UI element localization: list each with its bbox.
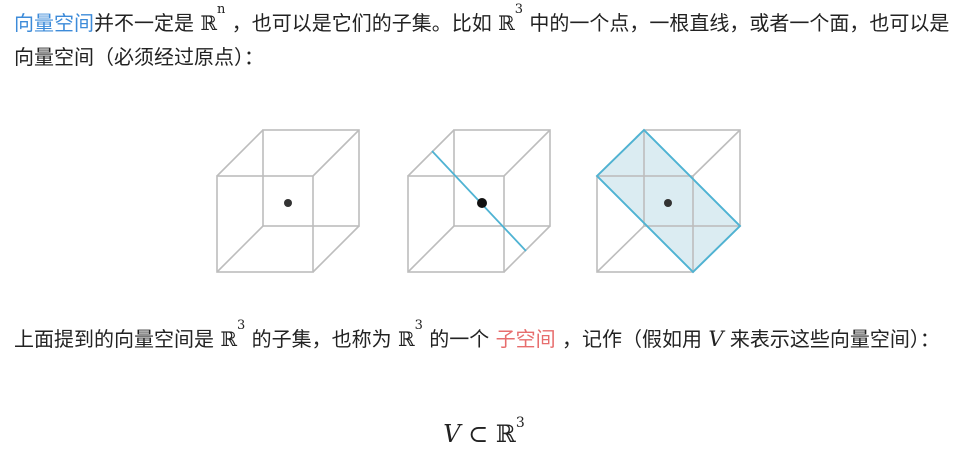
cube-plane bbox=[595, 128, 742, 274]
r3-exponent: 3 bbox=[236, 318, 246, 333]
vector-space-link[interactable]: 向量空间 bbox=[14, 11, 94, 35]
rn-exponent: n bbox=[216, 2, 226, 17]
subspace-link[interactable]: 子空间 bbox=[495, 327, 556, 351]
r3-letter: ℝ bbox=[397, 327, 415, 351]
cube-point bbox=[216, 129, 360, 273]
subspace-paragraph: 上面提到的向量空间是 ℝ3 的子集，也称为 ℝ3 的一个 子空间 ，记作（假如用… bbox=[14, 319, 954, 356]
formula-subset: ⊂ bbox=[468, 420, 489, 448]
subset-formula: V ⊂ ℝ3 bbox=[0, 416, 968, 448]
r3-exponent: 3 bbox=[514, 2, 523, 17]
r3-exponent: 3 bbox=[414, 318, 423, 333]
intro-text-b: ，也可以是它们的子集。比如 bbox=[225, 11, 499, 35]
r3-letter: ℝ bbox=[220, 327, 237, 351]
sub-text-e: 来表示这些向量空间）： bbox=[723, 327, 940, 351]
r3-letter: ℝ bbox=[498, 11, 515, 35]
formula-exponent: 3 bbox=[515, 415, 525, 431]
intro-text-a: 并不一定是 bbox=[94, 11, 201, 35]
rn-letter: ℝ bbox=[200, 11, 217, 35]
intro-text-c: 中的一个点，一根直线，或者一个面，也可以是向量空间（必须经过原点）： bbox=[14, 11, 950, 69]
cube-line bbox=[407, 129, 551, 273]
intro-paragraph: 向量空间并不一定是 ℝn ，也可以是它们的子集。比如 ℝ3 中的一个点，一根直线… bbox=[14, 3, 954, 74]
subspace-figure bbox=[216, 128, 742, 274]
sub-text-d: ，记作（假如用 bbox=[555, 327, 709, 351]
origin-point bbox=[477, 198, 487, 208]
formula-v: V bbox=[443, 420, 461, 448]
sub-text-c: 的一个 bbox=[422, 327, 496, 351]
v-variable: V bbox=[708, 327, 724, 351]
sub-text-b: 的子集，也称为 bbox=[245, 327, 398, 351]
rn-symbol: ℝn bbox=[200, 3, 225, 35]
formula-r: ℝ bbox=[495, 420, 516, 448]
origin-point bbox=[284, 199, 292, 207]
r3-symbol: ℝ3 bbox=[220, 319, 245, 351]
sub-text-a: 上面提到的向量空间是 bbox=[14, 327, 221, 351]
r3-symbol: ℝ3 bbox=[397, 319, 423, 351]
r3-symbol: ℝ3 bbox=[498, 3, 523, 35]
origin-point bbox=[664, 199, 672, 207]
